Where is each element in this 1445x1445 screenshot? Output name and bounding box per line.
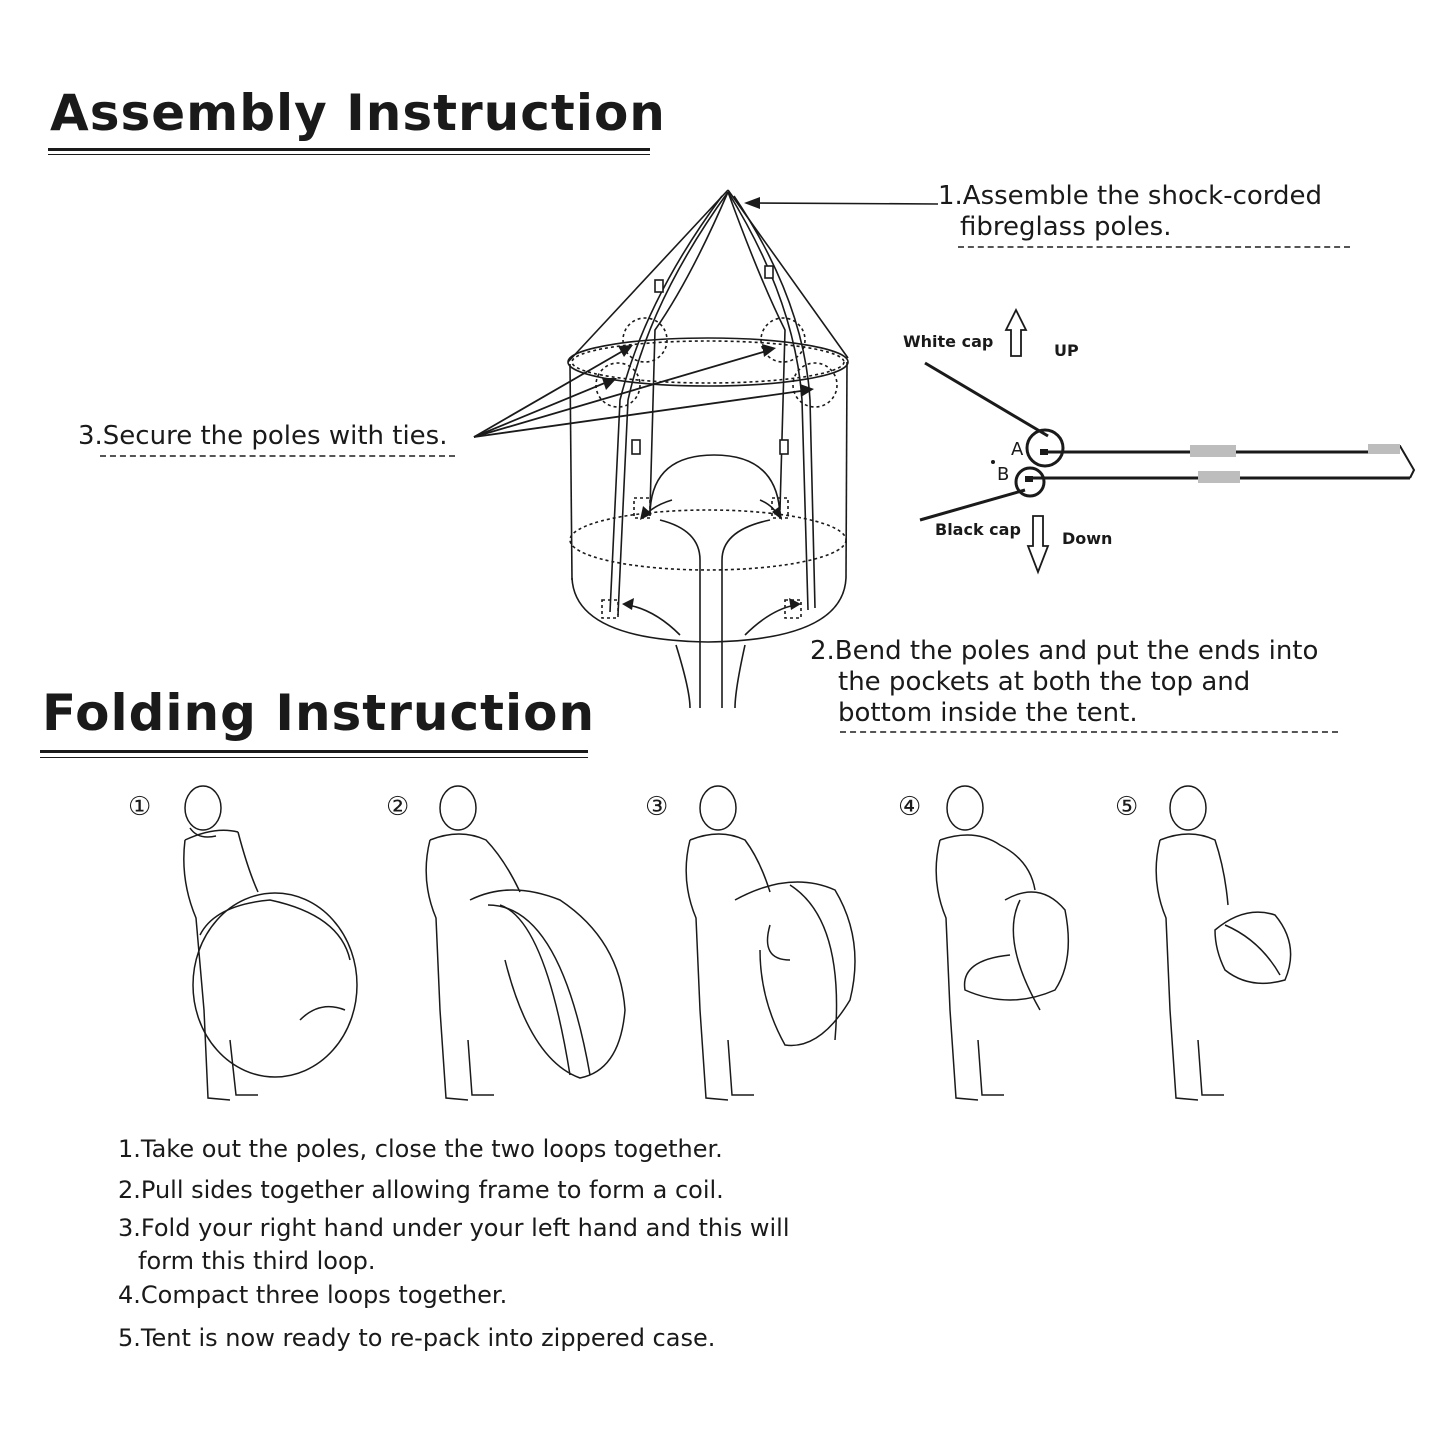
figure-number-4: ④ [898,792,922,822]
folding-step-1: 1.Take out the poles, close the two loop… [118,1135,723,1163]
white-cap-label: White cap [903,332,994,351]
folding-step-4: 4.Compact three loops together. [118,1281,508,1309]
assembly-step1-line2: fibreglass poles. [960,212,1172,242]
folding-step-5: 5.Tent is now ready to re-pack into zipp… [118,1324,716,1352]
assembly-step3: 3.Secure the poles with ties. [78,421,448,451]
cap-label-b: B [997,464,1010,485]
figure-number-3: ③ [645,792,669,822]
figure-number-5: ⑤ [1115,792,1139,822]
black-cap-label: Black cap [935,520,1021,539]
assembly-step1-dashed-rule [958,246,1350,248]
assembly-title: Assembly Instruction [50,84,666,142]
up-label: UP [1054,341,1079,360]
folding-title-underline [40,750,588,753]
figure-number-2: ② [386,792,410,822]
assembly-step2-dashed-rule [840,731,1338,733]
assembly-step2-line2: the pockets at both the top and [838,667,1251,697]
folding-step-3-line1: 3.Fold your right hand under your left h… [118,1214,790,1242]
assembly-title-underline [48,148,650,151]
assembly-title-underline-thin [48,154,650,155]
folding-title-underline-thin [40,757,588,758]
folding-figures [183,785,1292,1101]
figure-number-1: ① [128,792,152,822]
assembly-step2-line1: 2.Bend the poles and put the ends into [810,636,1319,666]
folding-step-3-line2: form this third loop. [138,1247,376,1275]
assembly-step3-dashed-rule [100,455,455,457]
cap-label-a: A [1011,439,1024,460]
assembly-step1-line1: 1.Assemble the shock-corded [938,181,1323,211]
folding-step-2: 2.Pull sides together allowing frame to … [118,1176,724,1204]
assembly-step2-line3: bottom inside the tent. [838,698,1138,728]
down-label: Down [1062,529,1113,548]
folding-title: Folding Instruction [42,684,596,742]
